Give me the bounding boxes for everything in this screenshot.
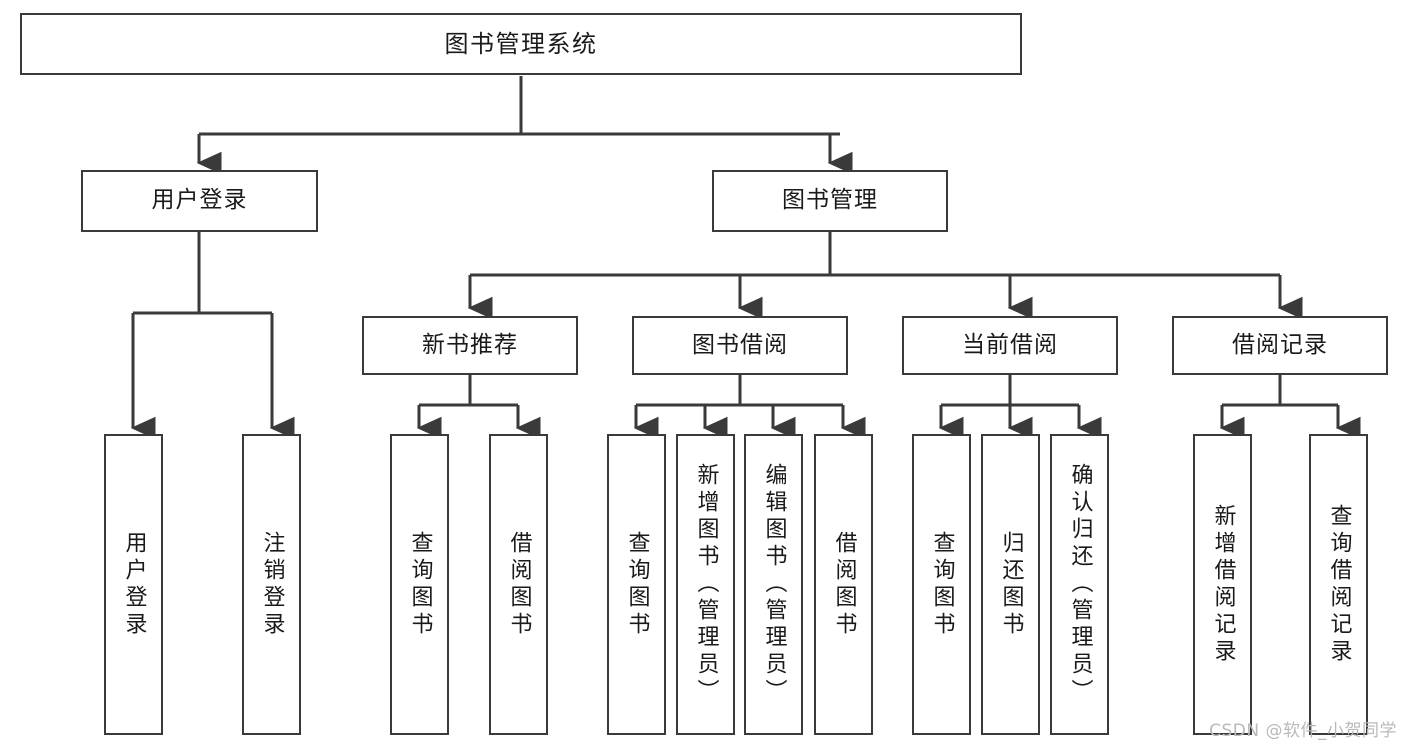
node-label: 用户登录 — [151, 187, 248, 214]
node-label: 当前借阅 — [962, 331, 1058, 358]
node-label: 图书管理 — [782, 187, 878, 214]
node-book-borrow[interactable]: 图书借阅 — [632, 316, 848, 375]
node-label: 图书管理系统 — [444, 29, 598, 58]
node-label: 查询图书 — [624, 530, 650, 639]
node-root-book-management-system[interactable]: 图书管理系统 — [20, 13, 1022, 75]
node-label: 编辑图书（管理员） — [761, 463, 787, 706]
node-label: 借阅图书 — [831, 530, 857, 639]
leaf-add-borrow-record[interactable]: 新增借阅记录 — [1193, 434, 1252, 735]
node-label: 归还图书 — [998, 530, 1024, 639]
leaf-query-book-current[interactable]: 查询图书 — [912, 434, 971, 735]
node-current-borrow[interactable]: 当前借阅 — [902, 316, 1118, 375]
node-label: 图书借阅 — [692, 331, 788, 358]
node-label: 借阅图书 — [506, 530, 532, 639]
node-new-book-recommend[interactable]: 新书推荐 — [362, 316, 578, 375]
node-borrow-record[interactable]: 借阅记录 — [1172, 316, 1388, 375]
node-label: 新书推荐 — [422, 331, 518, 358]
node-label: 确认归还（管理员） — [1067, 463, 1093, 706]
node-label: 查询图书 — [407, 530, 433, 639]
leaf-borrow-book[interactable]: 借阅图书 — [814, 434, 873, 735]
leaf-user-login[interactable]: 用户登录 — [104, 434, 163, 735]
leaf-add-book-admin[interactable]: 新增图书（管理员） — [676, 434, 735, 735]
leaf-query-borrow-record[interactable]: 查询借阅记录 — [1309, 434, 1368, 735]
node-label: 查询图书 — [929, 530, 955, 639]
node-label: 新增图书（管理员） — [693, 463, 719, 706]
csdn-watermark: CSDN @软件_小贺同学 — [1209, 721, 1397, 741]
leaf-confirm-return-admin[interactable]: 确认归还（管理员） — [1050, 434, 1109, 735]
leaf-borrow-book-recommend[interactable]: 借阅图书 — [489, 434, 548, 735]
node-book-management[interactable]: 图书管理 — [712, 170, 948, 232]
node-label: 新增借阅记录 — [1210, 503, 1236, 666]
node-label: 用户登录 — [121, 530, 147, 639]
node-label: 查询借阅记录 — [1326, 503, 1352, 666]
leaf-return-book[interactable]: 归还图书 — [981, 434, 1040, 735]
node-user-login[interactable]: 用户登录 — [81, 170, 318, 232]
leaf-edit-book-admin[interactable]: 编辑图书（管理员） — [744, 434, 803, 735]
leaf-query-book-borrow[interactable]: 查询图书 — [607, 434, 666, 735]
node-label: 注销登录 — [259, 530, 285, 639]
leaf-logout[interactable]: 注销登录 — [242, 434, 301, 735]
leaf-query-book-recommend[interactable]: 查询图书 — [390, 434, 449, 735]
node-label: 借阅记录 — [1232, 331, 1328, 358]
